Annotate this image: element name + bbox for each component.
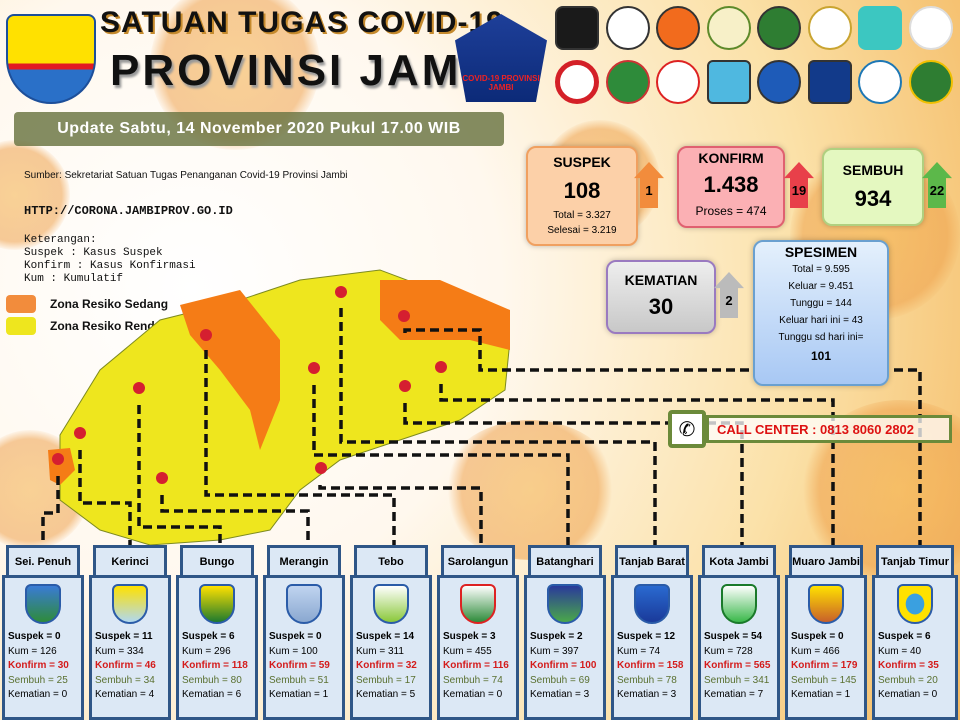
title-line1: SATUAN TUGAS COVID-19 <box>100 6 504 39</box>
jambi-province-crest-logo <box>6 14 96 104</box>
district-emblem <box>721 584 757 624</box>
phone-icon: ✆ <box>668 410 706 448</box>
district-name: Sarolangun <box>441 545 515 575</box>
district-name: Kerinci <box>93 545 167 575</box>
jambi-province-map <box>48 269 510 546</box>
spesimen-card: SPESIMEN Total = 9.595 Keluar = 9.451 Tu… <box>753 240 889 386</box>
sar-logo <box>908 60 953 104</box>
health-ministry-logo <box>858 6 903 50</box>
transport-ministry-logo <box>757 60 802 104</box>
zone-rendah-swatch <box>6 317 36 335</box>
fisheries-logo <box>858 60 903 104</box>
website-link[interactable]: HTTP://CORONA.JAMBIPROV.GO.ID <box>24 204 233 218</box>
legend-notes: Keterangan: Suspek : Kasus Suspek Konfir… <box>24 234 196 285</box>
port-authority-logo <box>706 60 751 104</box>
legend-item-sedang: Zona Resiko Sedang <box>6 295 169 313</box>
call-center-banner[interactable]: ✆ CALL CENTER : 0813 8060 2802 <box>668 410 952 448</box>
district-emblem <box>286 584 322 624</box>
kematian-card: KEMATIAN 30 <box>606 260 716 334</box>
district-name: Tanjab Timur <box>876 545 954 575</box>
district-name: Sei. Penuh <box>6 545 80 575</box>
dprd-logo <box>807 6 852 50</box>
military-logo <box>605 6 650 50</box>
district-emblem <box>897 584 933 624</box>
district-emblem <box>199 584 235 624</box>
title-line2: PROVINSI JAMBI <box>110 46 512 95</box>
court-logo <box>757 6 802 50</box>
district-name: Kota Jambi <box>702 545 776 575</box>
zone-sedang-swatch <box>6 295 36 313</box>
partner-logos <box>552 6 956 104</box>
district-name: Tebo <box>354 545 428 575</box>
district-emblem <box>25 584 61 624</box>
suspek-card: SUSPEK 108 Total = 3.327 Selesai = 3.219 <box>526 146 638 246</box>
shipping-logo <box>807 60 852 104</box>
district-emblem <box>634 584 670 624</box>
sembuh-card: SEMBUH 934 <box>822 148 924 226</box>
social-ministry-logo <box>908 6 953 50</box>
district-emblem <box>547 584 583 624</box>
call-center-text: CALL CENTER : 0813 8060 2802 <box>706 415 952 443</box>
source-text: Sumber: Sekretariat Satuan Tugas Penanga… <box>24 170 348 181</box>
district-name: Bungo <box>180 545 254 575</box>
district-emblem <box>808 584 844 624</box>
district-emblem <box>112 584 148 624</box>
district-name: Batanghari <box>528 545 602 575</box>
prosecutor-logo <box>706 6 751 50</box>
district-name: Tanjab Barat <box>615 545 689 575</box>
update-banner: Update Sabtu, 14 November 2020 Pukul 17.… <box>14 112 504 146</box>
kematian-increase-arrow: 2 <box>714 272 744 318</box>
ppni-logo <box>605 60 650 104</box>
konfirm-card: KONFIRM 1.438 Proses = 474 <box>677 146 785 228</box>
district-name: Merangin <box>267 545 341 575</box>
map-medium-risk-tanjab-barat <box>380 280 510 350</box>
district-emblem <box>373 584 409 624</box>
idi-logo <box>555 60 600 104</box>
police-logo <box>555 6 600 50</box>
district-name: Muaro Jambi <box>789 545 863 575</box>
legend-item-rendah: Zona Resiko Rendah <box>6 317 169 335</box>
zone-legend: Zona Resiko Sedang Zona Resiko Rendah <box>6 295 169 339</box>
district-emblem <box>460 584 496 624</box>
red-cross-logo <box>656 60 701 104</box>
bpbd-logo <box>656 6 701 50</box>
